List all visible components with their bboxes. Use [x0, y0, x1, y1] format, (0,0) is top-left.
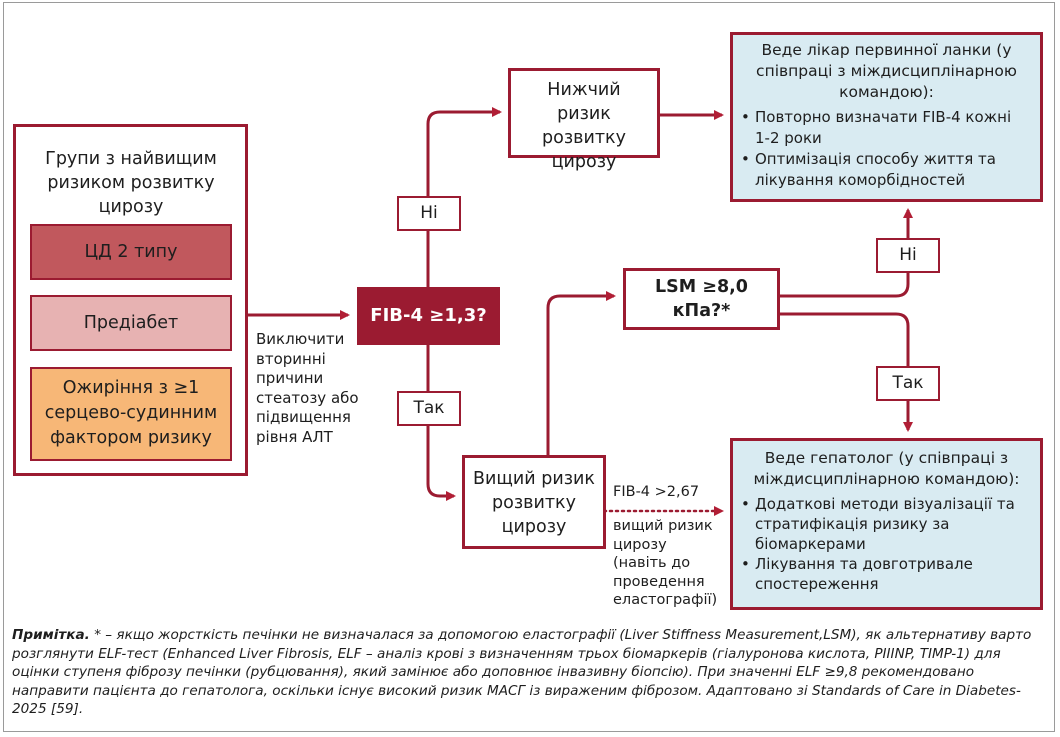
group-t2dm-label: ЦД 2 типу	[84, 242, 178, 262]
arrow-fib4-to-lower	[426, 107, 502, 288]
exclude-causes-text: Виключити вторинні причини стеатозу або …	[256, 330, 359, 446]
higher-risk-box: Вищий ризик розвитку цирозу	[462, 455, 606, 549]
primary-care-title: Веде лікар первинної ланки (у співпраці …	[756, 41, 1017, 101]
risk-groups-box: Групи з найвищим ризиком розвитку цирозу…	[13, 124, 248, 476]
hepatologist-list: Додаткові методи візуалізації та стратиф…	[733, 490, 1040, 594]
lower-risk-box: Нижчий ризик розвитку цирозу	[508, 68, 660, 172]
arrow-lsm-to-primary	[780, 208, 913, 298]
label-yes-1: Так	[397, 391, 461, 426]
primary-care-list: Повторно визначати FIB-4 кожні 1-2 роки …	[733, 103, 1040, 191]
primary-care-bullet: Оптимізація способу життя та лікування к…	[739, 149, 1030, 191]
footnote-text: * – якщо жорсткість печінки не визначала…	[12, 627, 1032, 717]
footnote: Примітка. * – якщо жорсткість печінки не…	[12, 626, 1048, 719]
fib4-decision: FIB-4 ≥1,3?	[357, 287, 500, 345]
arrow-fib4-to-higher	[426, 344, 456, 501]
label-yes-2: Так	[876, 366, 940, 401]
group-prediabetes: Предіабет	[30, 295, 232, 351]
footnote-label: Примітка.	[12, 627, 90, 643]
primary-care-bullet: Повторно визначати FIB-4 кожні 1-2 роки	[739, 107, 1030, 149]
risk-groups-title: Групи з найвищим ризиком розвитку цирозу	[45, 149, 217, 217]
figure-frame	[3, 2, 1055, 732]
primary-care-box: Веде лікар первинної ланки (у співпраці …	[730, 32, 1043, 202]
group-prediabetes-label: Предіабет	[83, 313, 179, 333]
hepatologist-bullet: Лікування та довготривале спостереження	[739, 554, 1030, 594]
group-obesity-label: Ожиріння з ≥1 серцево-судинним фактором …	[44, 378, 218, 448]
group-t2dm: ЦД 2 типу	[30, 224, 232, 280]
fib4-high-label: FIB-4 >2,67	[613, 484, 700, 500]
arrow-lsm-to-hepatologist	[780, 312, 913, 432]
fib4-high-text: вищий ризик цирозу (навіть до проведення…	[613, 518, 718, 608]
hepatologist-box: Веде гепатолог (у співпраці з міждисципл…	[730, 438, 1043, 610]
group-obesity: Ожиріння з ≥1 серцево-судинним фактором …	[30, 367, 232, 461]
arrow-higher-to-lsm	[546, 291, 616, 455]
label-no-2: Ні	[876, 238, 940, 273]
fib4-decision-label: FIB-4 ≥1,3?	[370, 305, 487, 326]
hepatologist-bullet: Додаткові методи візуалізації та стратиф…	[739, 494, 1030, 554]
hepatologist-title: Веде гепатолог (у співпраці з міждисципл…	[753, 449, 1020, 488]
lsm-decision: LSM ≥8,0 кПа?*	[623, 268, 780, 330]
label-no-1: Ні	[397, 196, 461, 231]
